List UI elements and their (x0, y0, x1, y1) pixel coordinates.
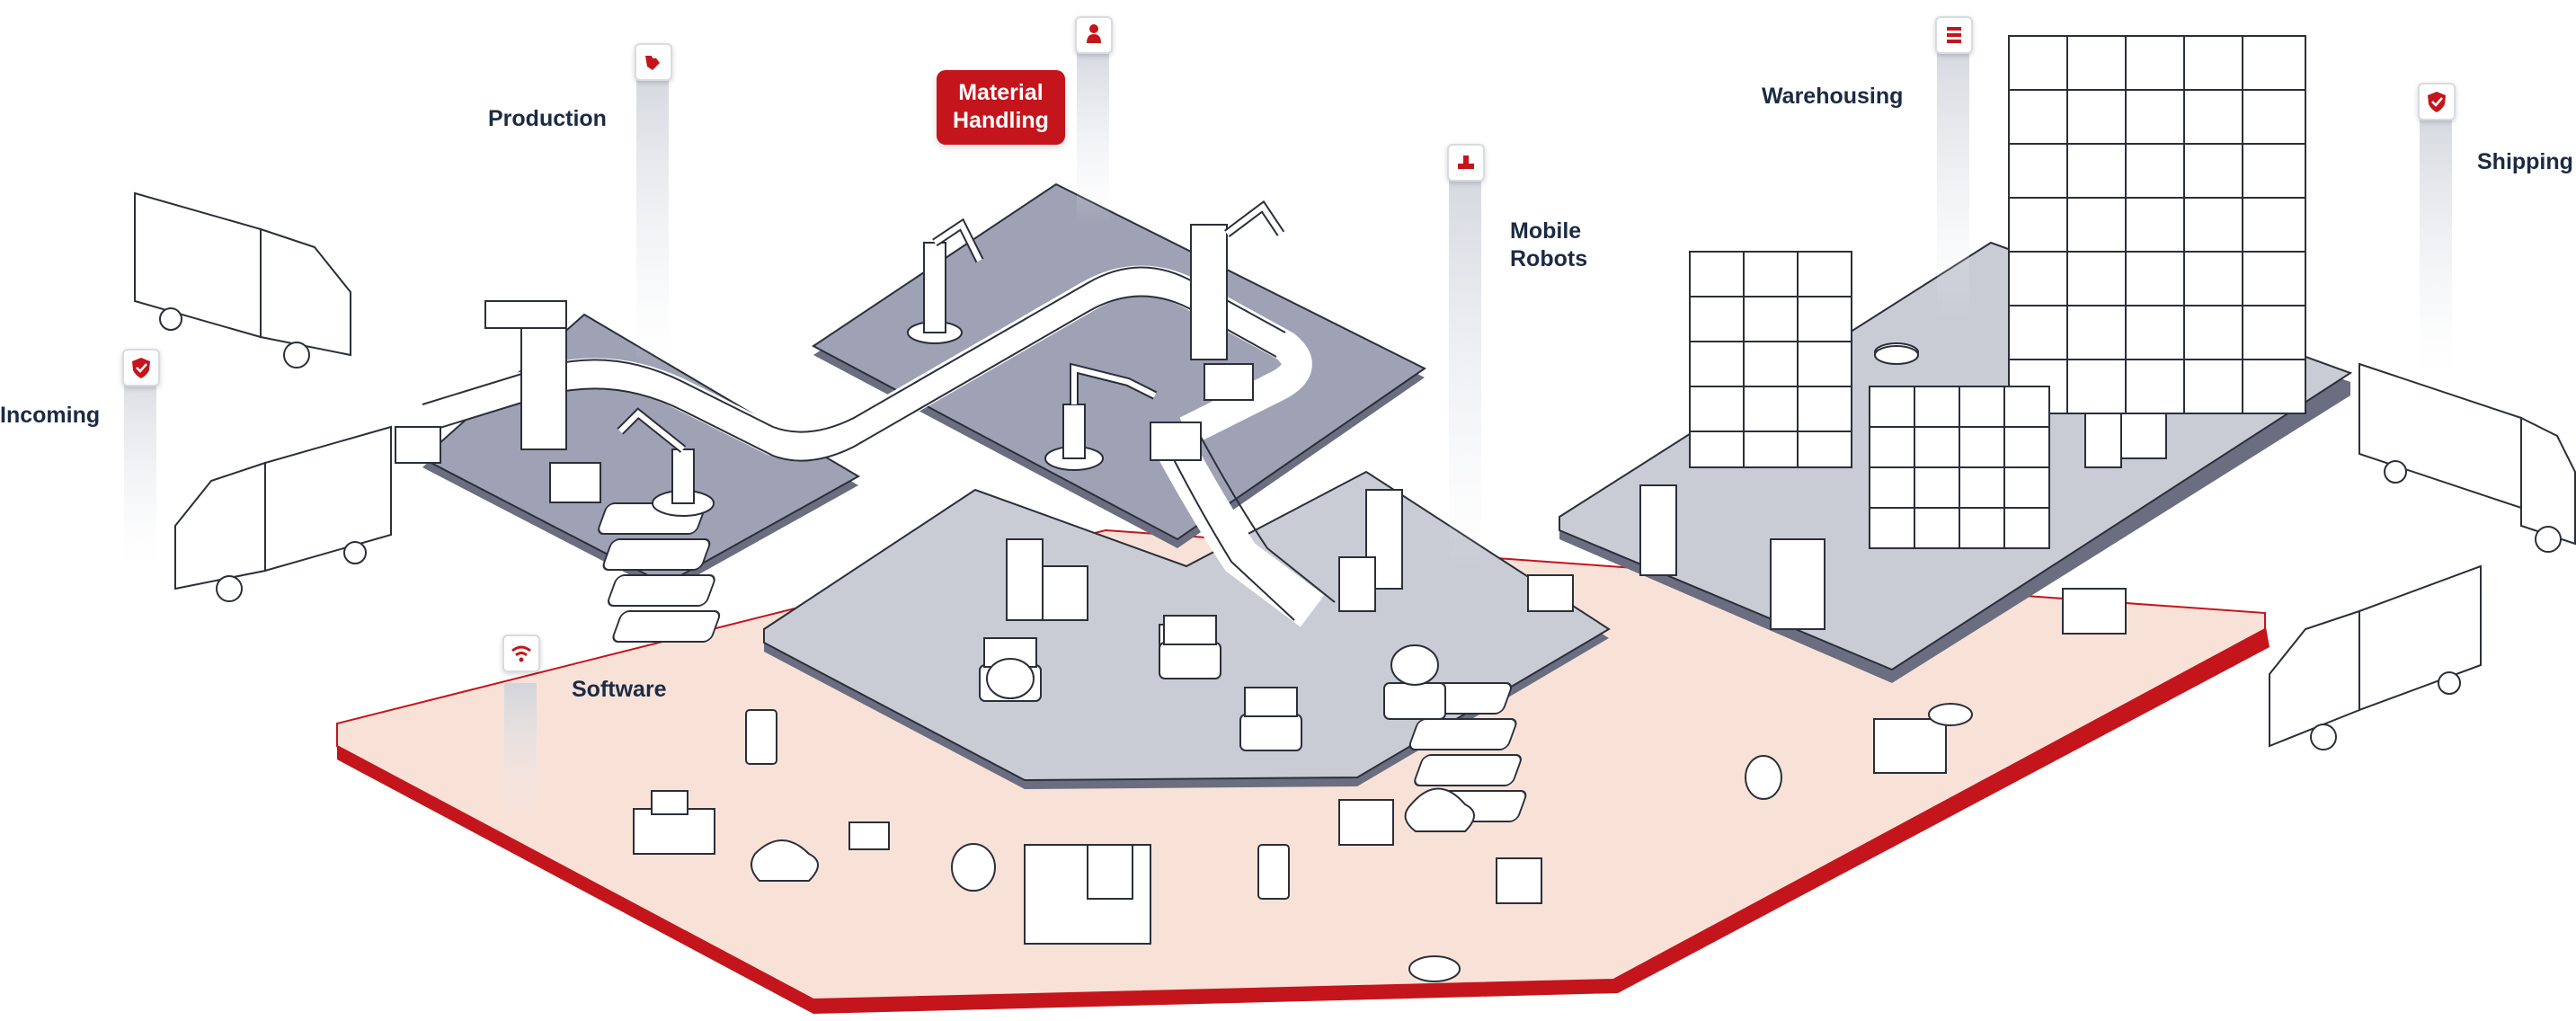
zone-label-software[interactable]: Software (572, 677, 667, 702)
shield-check-icon (2428, 92, 2446, 112)
warehouse-racks (1689, 35, 2306, 630)
zone-label-material-handling[interactable]: Material Handling (937, 70, 1065, 145)
mobile-agvs (979, 615, 1446, 751)
rack-icon (1947, 27, 1961, 43)
production-pin[interactable] (635, 43, 672, 81)
robot-arms (484, 200, 1285, 517)
zone-label-incoming[interactable]: Incoming (0, 403, 101, 428)
zone-label-shipping[interactable]: Shipping (2477, 149, 2573, 174)
material-handling-pin[interactable] (1075, 16, 1113, 54)
material-handling-platform (812, 182, 1426, 548)
mobile-robots-pin[interactable] (1447, 144, 1485, 182)
zone-label-production[interactable]: Production (488, 106, 607, 131)
operator-icon (1087, 24, 1101, 43)
zone-label-warehousing[interactable]: Warehousing (1762, 84, 1904, 109)
zone-label-mobile-robots[interactable]: Mobile Robots (1510, 218, 1588, 272)
software-floor-props (633, 345, 2127, 982)
warehousing-pin[interactable] (1935, 16, 1973, 54)
incoming-pin[interactable] (122, 349, 160, 386)
robot-arm-icon (645, 53, 660, 70)
shield-check-icon (132, 358, 150, 378)
shipping-pin[interactable] (2418, 83, 2456, 120)
agv-icon (1458, 155, 1474, 169)
wifi-icon (511, 645, 531, 662)
software-pin[interactable] (502, 635, 540, 672)
trucks (134, 191, 2576, 750)
label-poles (124, 45, 2452, 818)
